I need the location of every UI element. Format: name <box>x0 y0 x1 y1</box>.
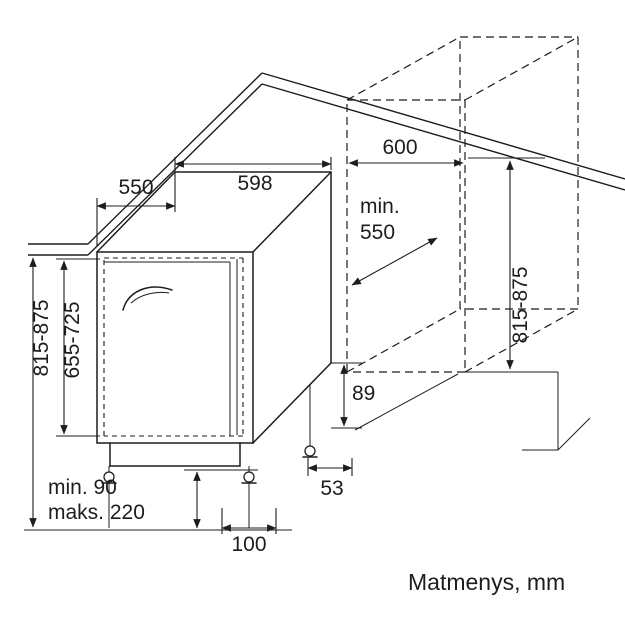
dim-top-width: 598 <box>174 157 332 195</box>
dimension-annotations: 550 598 600 min. 550 815-875 <box>29 136 545 556</box>
dim-label-550-niche: 550 <box>360 221 395 244</box>
dim-label-550-top: 550 <box>118 176 153 199</box>
dim-appliance-height: 815-875 <box>29 257 53 528</box>
furniture-door-outline <box>103 257 244 437</box>
dim-label-815-left: 815-875 <box>30 299 53 376</box>
dim-label-815-right: 815-875 <box>509 266 532 343</box>
base-and-feet <box>101 384 318 528</box>
dim-rear-offset: 53 <box>307 458 353 500</box>
dim-label-53: 53 <box>320 477 343 500</box>
units-caption: Matmenys, mm <box>408 569 565 595</box>
dim-plinth-height: min. 90 maks. 220 <box>48 469 258 529</box>
dim-top-depth: 550 <box>96 168 176 246</box>
dim-label-598: 598 <box>237 172 272 195</box>
dim-label-89: 89 <box>352 382 375 405</box>
niche-outline <box>346 36 579 373</box>
dim-niche-depth: min. 550 <box>351 195 438 286</box>
dim-label-min: min. <box>360 195 400 218</box>
dim-label-100: 100 <box>231 533 266 556</box>
dishwasher-cabinet <box>96 171 332 444</box>
rear-foot <box>304 445 316 457</box>
dim-door-height: 655-725 <box>56 258 100 437</box>
front-right-foot <box>243 471 255 483</box>
dim-niche-height: 815-875 <box>468 157 545 370</box>
dim-niche-width: 600 <box>348 136 464 167</box>
door-handle-icon <box>122 286 173 311</box>
dim-label-600: 600 <box>382 136 417 159</box>
dim-front-offset: 100 <box>221 508 277 556</box>
dim-label-655-725: 655-725 <box>61 301 84 378</box>
front-left-foot <box>103 471 115 483</box>
dim-label-maks-220: maks. 220 <box>48 501 145 524</box>
dim-label-min-90: min. 90 <box>48 476 117 499</box>
dim-rear-clearance: 89 <box>331 362 375 429</box>
